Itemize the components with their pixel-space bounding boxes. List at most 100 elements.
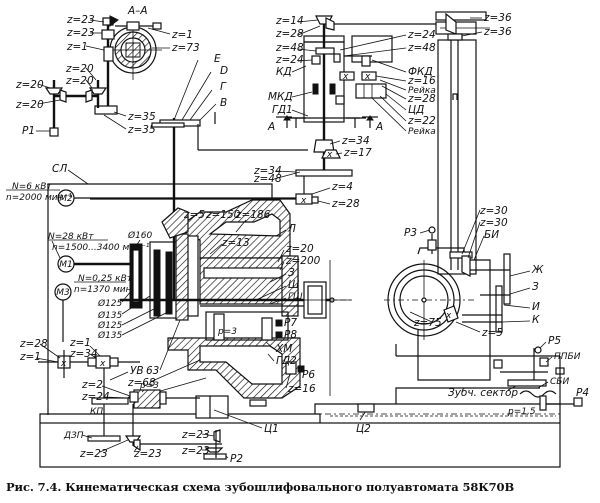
- index-control-labels: Р5 ППБИ СБИ Зубч. сектор р=1,5 Р4: [448, 335, 589, 417]
- diagram-label: Ø125: [97, 320, 123, 331]
- grinding-head: [161, 199, 352, 419]
- figure-caption: Рис. 7.4. Кинематическая схема зубошлифо…: [6, 480, 515, 494]
- diagram-label: z=1: [19, 351, 41, 363]
- diagram-label: z=20: [15, 99, 44, 111]
- diagram-label: z=35: [127, 124, 156, 136]
- diagram-label: z=28: [407, 93, 436, 105]
- column-upright: [435, 11, 490, 275]
- diagram-label: z=23: [79, 448, 108, 460]
- diagram-label: z=20: [65, 63, 94, 75]
- diagram-label: z=35: [127, 111, 156, 123]
- diagram-label: р=3: [217, 327, 237, 337]
- left-lower-mechanism: x x: [38, 350, 227, 460]
- diagram-label: Ц2: [356, 423, 371, 435]
- diagram-label: З: [532, 281, 539, 293]
- diagram-label: Рейка: [408, 86, 436, 96]
- diagram-label: z=23: [181, 445, 210, 457]
- diagram-label: А: [267, 121, 275, 133]
- shift-shafts: [151, 59, 308, 300]
- diagram-label: N=28 кВт: [48, 232, 94, 242]
- handle-label-p1: Р1: [22, 125, 35, 137]
- gear-labels-top-left: z=23 z=23 z=1 z=1 z=73 z=20 z=20 z=20 z=…: [15, 14, 200, 136]
- shaft-label-d: D: [220, 65, 228, 77]
- diagram-label: z=30: [479, 205, 508, 217]
- diagram-label: z=23: [133, 448, 162, 460]
- diagram-label: ДЗП: [63, 431, 84, 441]
- diagram-label: z=150: [205, 209, 241, 221]
- diagram-label: z=36: [483, 26, 512, 38]
- bevel-gears-left: [44, 80, 108, 137]
- diagram-label: z=24: [407, 29, 436, 41]
- diagram-label: x: [445, 311, 452, 321]
- diagram-label: z=14: [275, 15, 304, 27]
- diagram-label: Ø135: [97, 330, 123, 341]
- diagram-label: ГД1: [272, 104, 293, 116]
- diagram-label: z=28: [19, 338, 48, 350]
- diagram-label: Л: [287, 223, 296, 235]
- diagram-label: z=5: [481, 327, 503, 339]
- diagram-label: Р6: [302, 369, 315, 381]
- motor-m3: М3 N=0,25 кВт n=1370 мин⁻¹: [54, 274, 140, 342]
- diagram-label: z=48: [253, 173, 282, 185]
- diagram-label: z=16: [407, 75, 436, 87]
- diagram-label: x: [364, 72, 371, 82]
- diagram-label: z=186: [235, 209, 271, 221]
- dressing-unit-labels: z=14 z=28 z=48 z=24 КД МКД ГД1 z=24 z=48…: [268, 15, 436, 159]
- diagram-label: З: [288, 267, 295, 279]
- slide-label: СЛ: [52, 163, 67, 175]
- diagram-label: x: [326, 150, 333, 160]
- diagram-label: z=20: [65, 75, 94, 87]
- diagram-label: Ц1: [264, 423, 279, 435]
- diagram-label: Рейка: [408, 127, 436, 137]
- diagram-label: Ж: [531, 264, 544, 276]
- diagram-label: z=1: [66, 41, 88, 53]
- diagram-label: БИ: [484, 229, 499, 241]
- diagram-label: КД: [276, 66, 292, 78]
- mid-transmission-labels: z=48 z=34 z=4 z=28: [253, 165, 360, 210]
- diagram-label: Ш: [288, 279, 299, 291]
- diagram-label: ФКД: [408, 66, 433, 78]
- diagram-label: р=3: [139, 381, 159, 391]
- diagram-label: n=2000 мин⁻¹: [6, 193, 72, 203]
- diagram-label: z=36: [483, 12, 512, 24]
- diagram-label: z=22: [407, 115, 436, 127]
- diagram-label: z=34: [69, 348, 98, 360]
- diagram-label: x: [342, 72, 349, 82]
- diagram-label: Р7: [284, 317, 297, 329]
- diagram-label: z=16: [287, 383, 316, 395]
- diagram-label: z=34: [341, 135, 370, 147]
- grinding-slide-frame: [47, 183, 273, 415]
- diagram-label: ППБИ: [554, 352, 581, 362]
- diagram-label: N=0,25 кВт: [78, 274, 133, 284]
- diagram-label: z=20: [285, 243, 314, 255]
- diagram-label: z=13: [221, 237, 250, 249]
- diagram-label: ГШ: [288, 292, 303, 302]
- diagram-label: Ø125: [97, 298, 123, 309]
- diagram-label: z=28: [275, 28, 304, 40]
- diagram-label: n=1370 мин⁻¹: [74, 285, 140, 295]
- machine-bed: [39, 403, 561, 468]
- mid-transmission: x: [90, 160, 353, 206]
- diagram-label: z=1: [69, 337, 91, 349]
- diagram-label: x: [99, 359, 106, 369]
- diagram-label: N=6 кВт: [12, 182, 52, 192]
- diagram-label: z=17: [343, 147, 372, 159]
- diagram-label: z=34: [253, 165, 282, 177]
- diagram-label: z=23: [66, 27, 95, 39]
- diagram-label: ЦД: [408, 104, 424, 116]
- diagram-label: Зубч. сектор: [448, 387, 518, 399]
- diagram-label: И: [532, 301, 540, 313]
- diagram-label: z=28: [331, 198, 360, 210]
- diagram-label: z=73: [171, 42, 200, 54]
- diagram-label: КП: [90, 407, 103, 417]
- diagram-label: z=24: [275, 54, 304, 66]
- diagram-label: р=1,5: [507, 407, 536, 417]
- diagram-label: 63: [146, 365, 159, 377]
- diagram-label: Ø160: [127, 230, 153, 241]
- diagram-label: z=48: [407, 42, 436, 54]
- diagram-label: z=1: [171, 29, 193, 41]
- diagram-label: z=75: [413, 317, 442, 329]
- left-lower-labels: z=28 z=1 z=1 z=34 УВ z=2 z=24 р=3 КП ДЗП…: [19, 337, 243, 465]
- dressing-unit: x x x: [286, 15, 440, 160]
- diagram-label: Р5: [548, 335, 561, 347]
